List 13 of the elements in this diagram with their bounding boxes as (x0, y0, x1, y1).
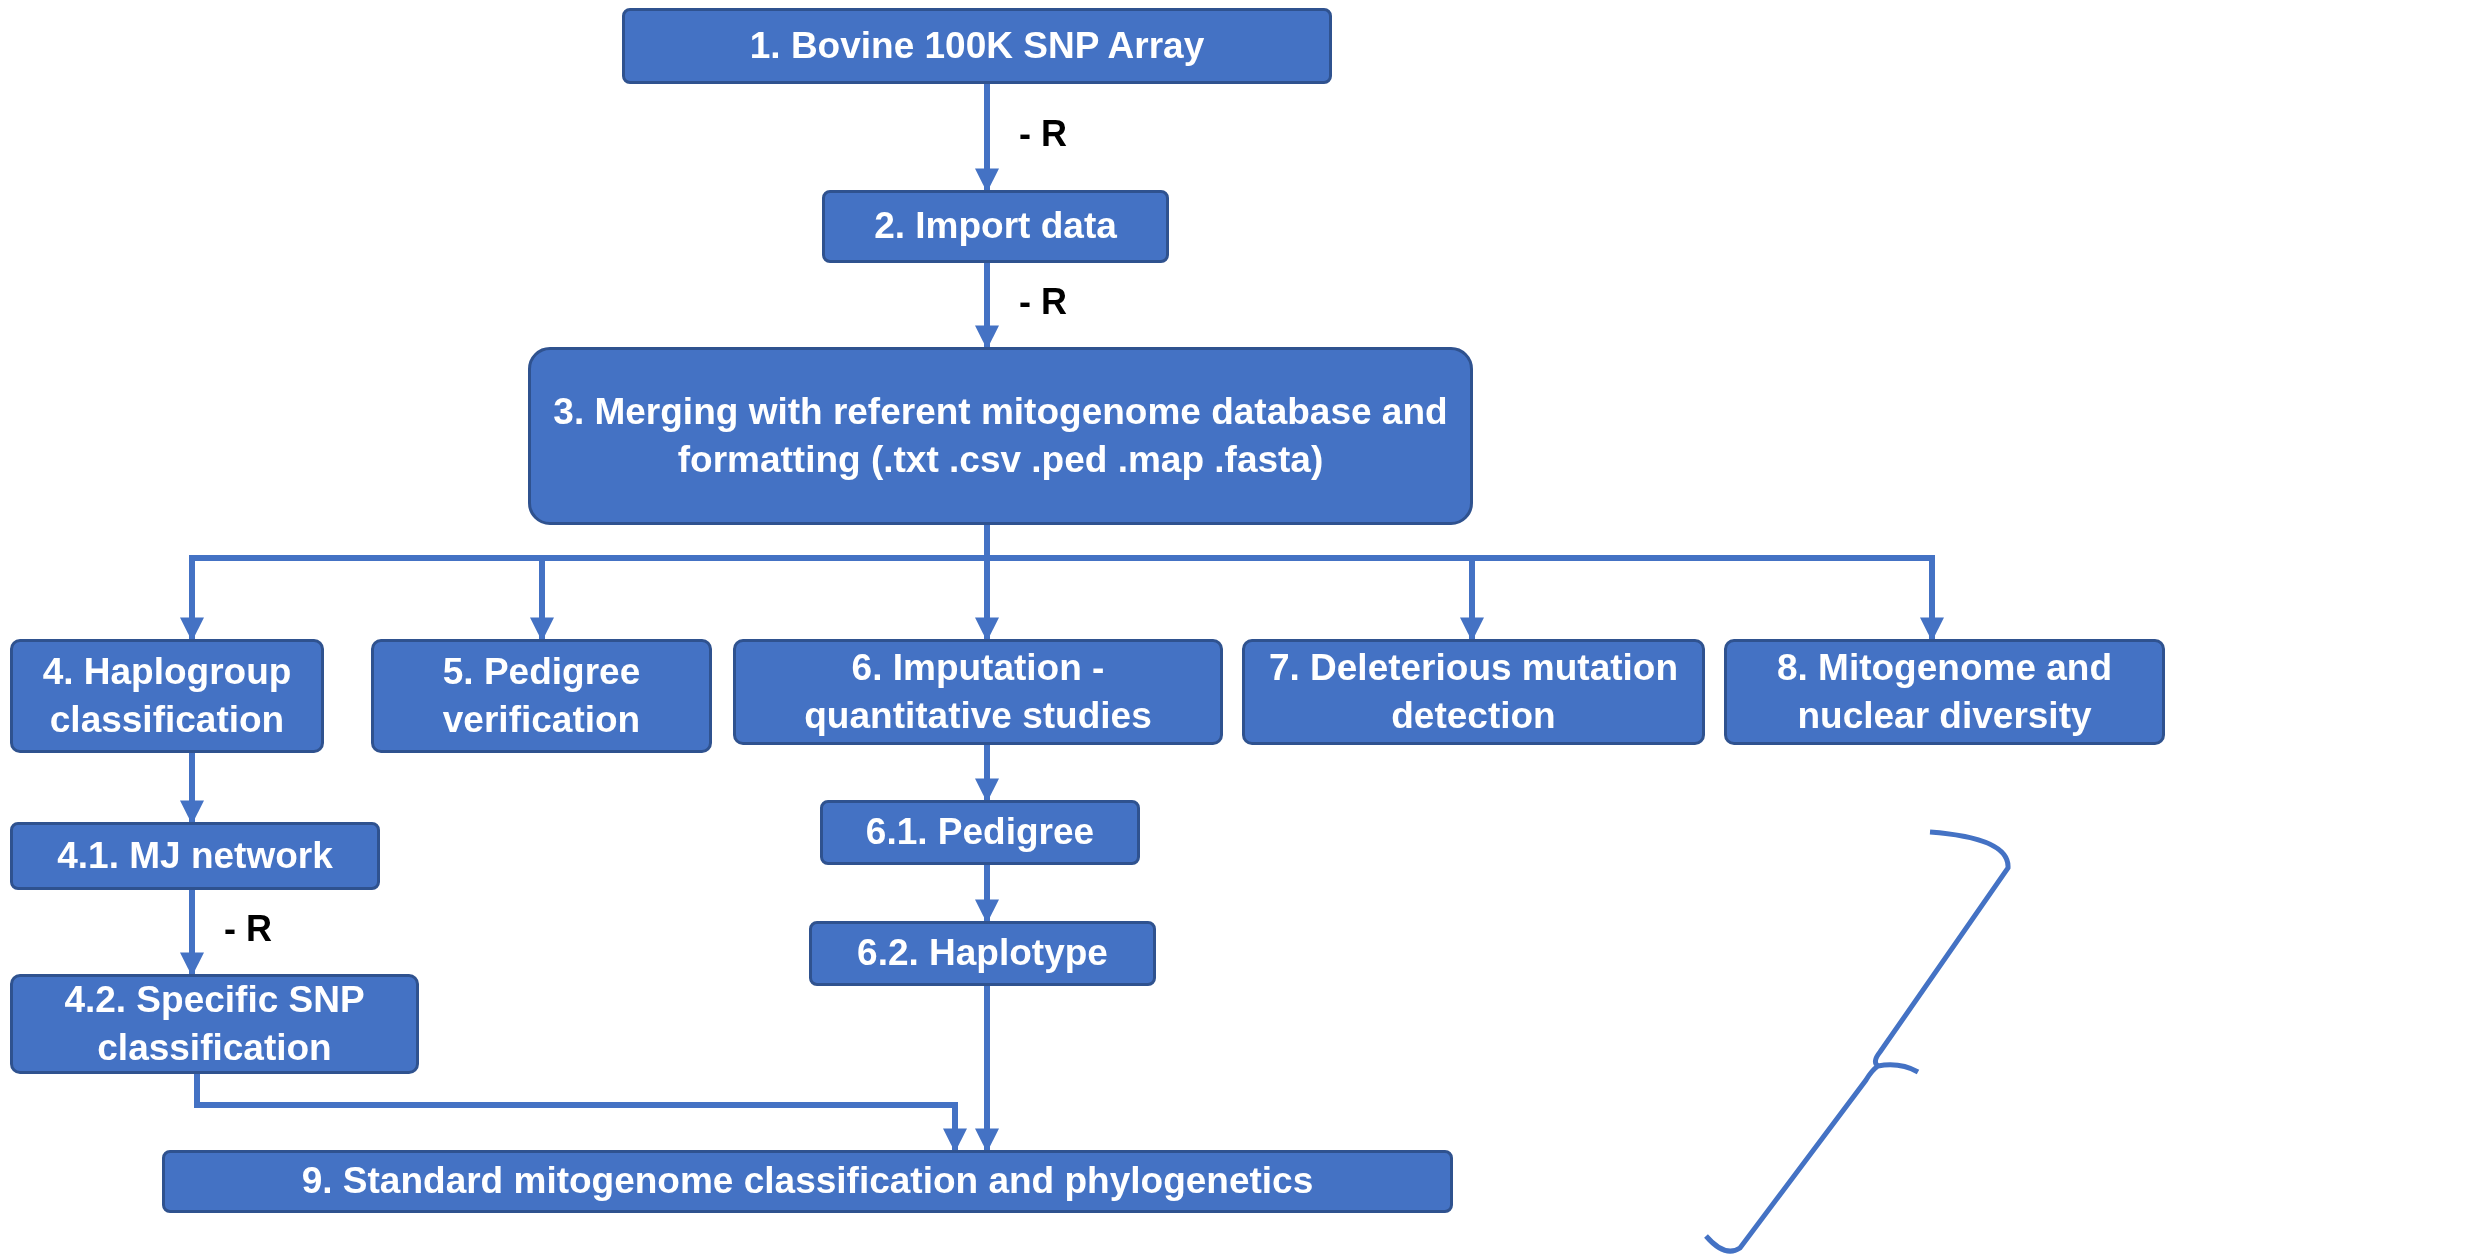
process-box: 6.2. Haplotype (809, 921, 1156, 986)
process-box: 8. Mitogenome and nuclear diversity (1724, 639, 2165, 745)
process-box: 3. Merging with referent mitogenome database and formatting (.txt .csv .ped .map .fasta) (528, 347, 1473, 525)
process-box: 5. Pedigree verification (371, 639, 712, 753)
process-box: 1. Bovine 100K SNP Array (622, 8, 1332, 84)
process-box: 9. Standard mitogenome classification and phylogenetics (162, 1150, 1453, 1213)
process-box: 4. Haplogroup classification (10, 639, 324, 753)
process-box: 2. Import data (822, 190, 1169, 263)
process-box: 4.2. Specific SNP classification (10, 974, 419, 1074)
process-box: 4.1. MJ network (10, 822, 380, 890)
process-box: 7. Deleterious mutation detection (1242, 639, 1705, 745)
process-box: 6. Imputation - quantitative studies (733, 639, 1223, 745)
process-box: 6.1. Pedigree (820, 800, 1140, 865)
